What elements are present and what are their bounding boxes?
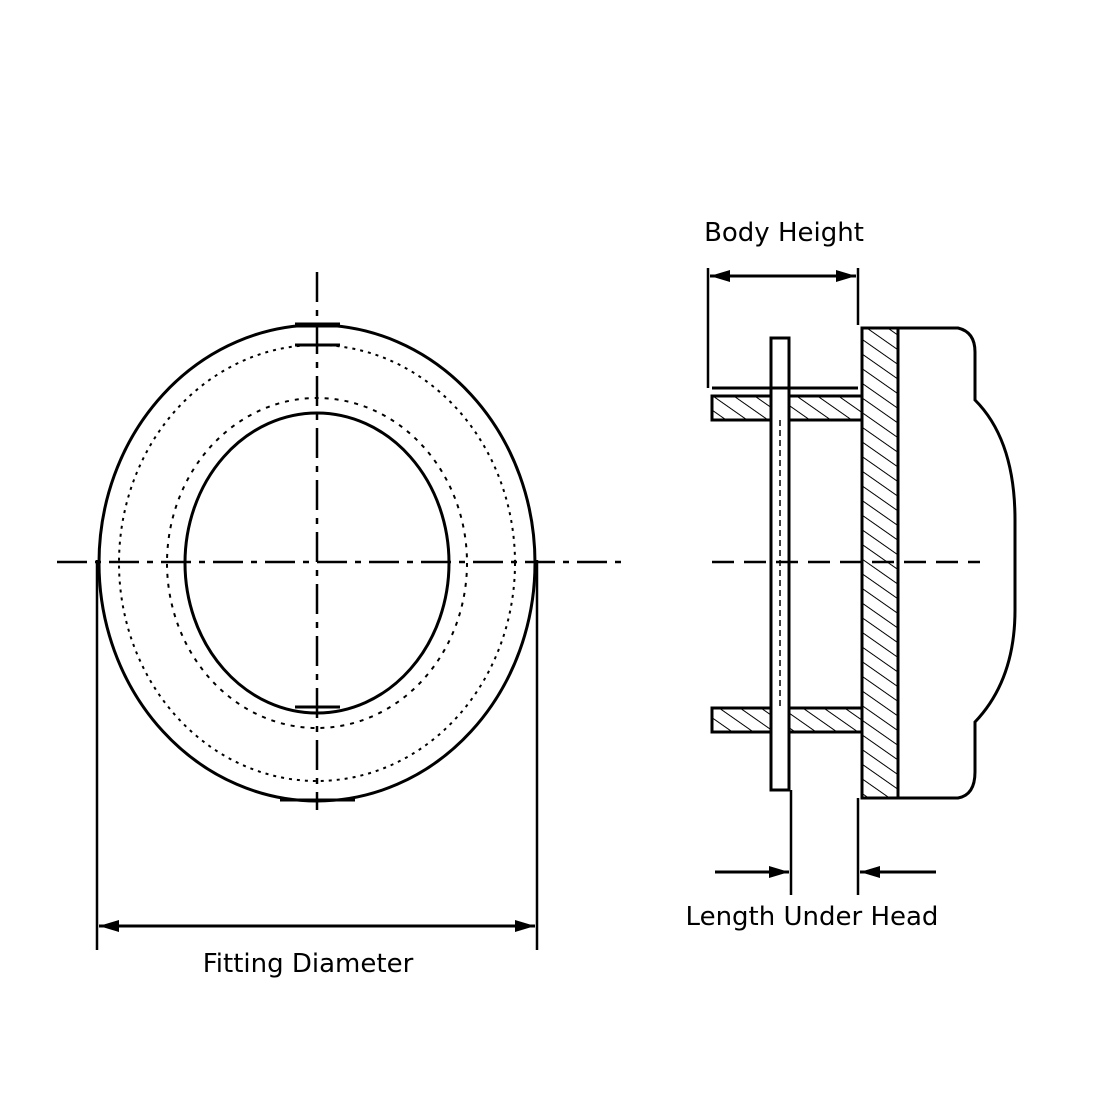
fitting-diameter-dimension [95, 560, 539, 950]
side-view [710, 326, 1017, 800]
body-height-label: Body Height [704, 218, 864, 248]
front-view [57, 272, 625, 810]
body-height-dimension [706, 268, 860, 388]
fitting-diameter-label: Fitting Diameter [203, 949, 414, 979]
length-under-head-label: Length Under Head [686, 902, 939, 932]
length-under-head-dimension [715, 790, 936, 895]
